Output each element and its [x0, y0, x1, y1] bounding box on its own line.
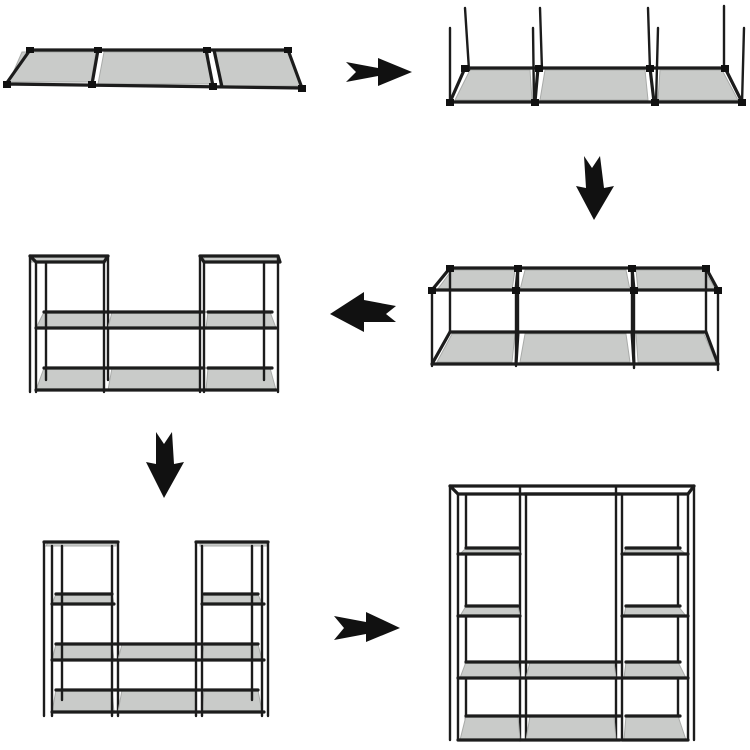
shelf-panel — [623, 661, 687, 679]
shelf-panel — [525, 661, 617, 679]
right-arrow-icon — [334, 612, 400, 642]
shelf-panel — [519, 269, 631, 291]
shelf-panel — [107, 367, 201, 391]
arrow-step3-to-step4 — [330, 292, 396, 332]
step-5-taller-towers — [42, 540, 270, 718]
left-arrow-icon — [330, 292, 396, 332]
down-arrow-icon — [576, 156, 614, 220]
shelf-panel — [459, 661, 521, 679]
down-arrow-icon — [146, 432, 184, 498]
right-tower — [198, 254, 282, 394]
middle-shelves — [102, 310, 206, 392]
shelf-panel — [623, 715, 687, 741]
shelf-panel — [8, 51, 97, 83]
step-4-side-towers — [28, 254, 282, 394]
middle-shelves — [112, 642, 202, 714]
left-tower — [28, 254, 110, 394]
shelf-panel — [205, 367, 277, 391]
shelf-panel — [657, 69, 739, 101]
shelf-panel — [525, 715, 617, 741]
step-2-uprights — [446, 4, 746, 106]
shelf-panel — [454, 69, 533, 101]
shelf-panel — [436, 269, 516, 291]
shelf-panel — [117, 643, 197, 661]
left-tower — [42, 540, 120, 718]
step-1-flat-shelves — [3, 47, 306, 92]
arrow-step4-to-step5 — [146, 432, 184, 498]
right-column-shelves — [620, 546, 690, 742]
middle-column-shelves — [518, 660, 622, 742]
step-3-two-tier-unit — [428, 265, 722, 372]
arrow-step1-to-step2 — [346, 58, 412, 86]
shelf-panel — [539, 69, 649, 101]
arrow-step2-to-step3 — [576, 156, 614, 220]
left-column-shelves — [456, 546, 522, 742]
right-tower — [194, 540, 270, 718]
shelf-panel — [215, 51, 301, 87]
shelf-panel — [436, 333, 516, 363]
shelf-panel — [635, 269, 717, 291]
arrow-step5-to-step6 — [334, 612, 400, 642]
shelf-panel — [459, 715, 521, 741]
shelf-panel — [519, 333, 631, 363]
right-arrow-icon — [346, 58, 412, 86]
shelf-panel — [107, 311, 201, 329]
shelf-panel — [205, 311, 277, 329]
step-6-complete-wardrobe — [448, 484, 696, 742]
shelf-panel — [97, 51, 213, 85]
shelf-panel — [635, 333, 717, 363]
shelf-panel — [117, 689, 197, 713]
